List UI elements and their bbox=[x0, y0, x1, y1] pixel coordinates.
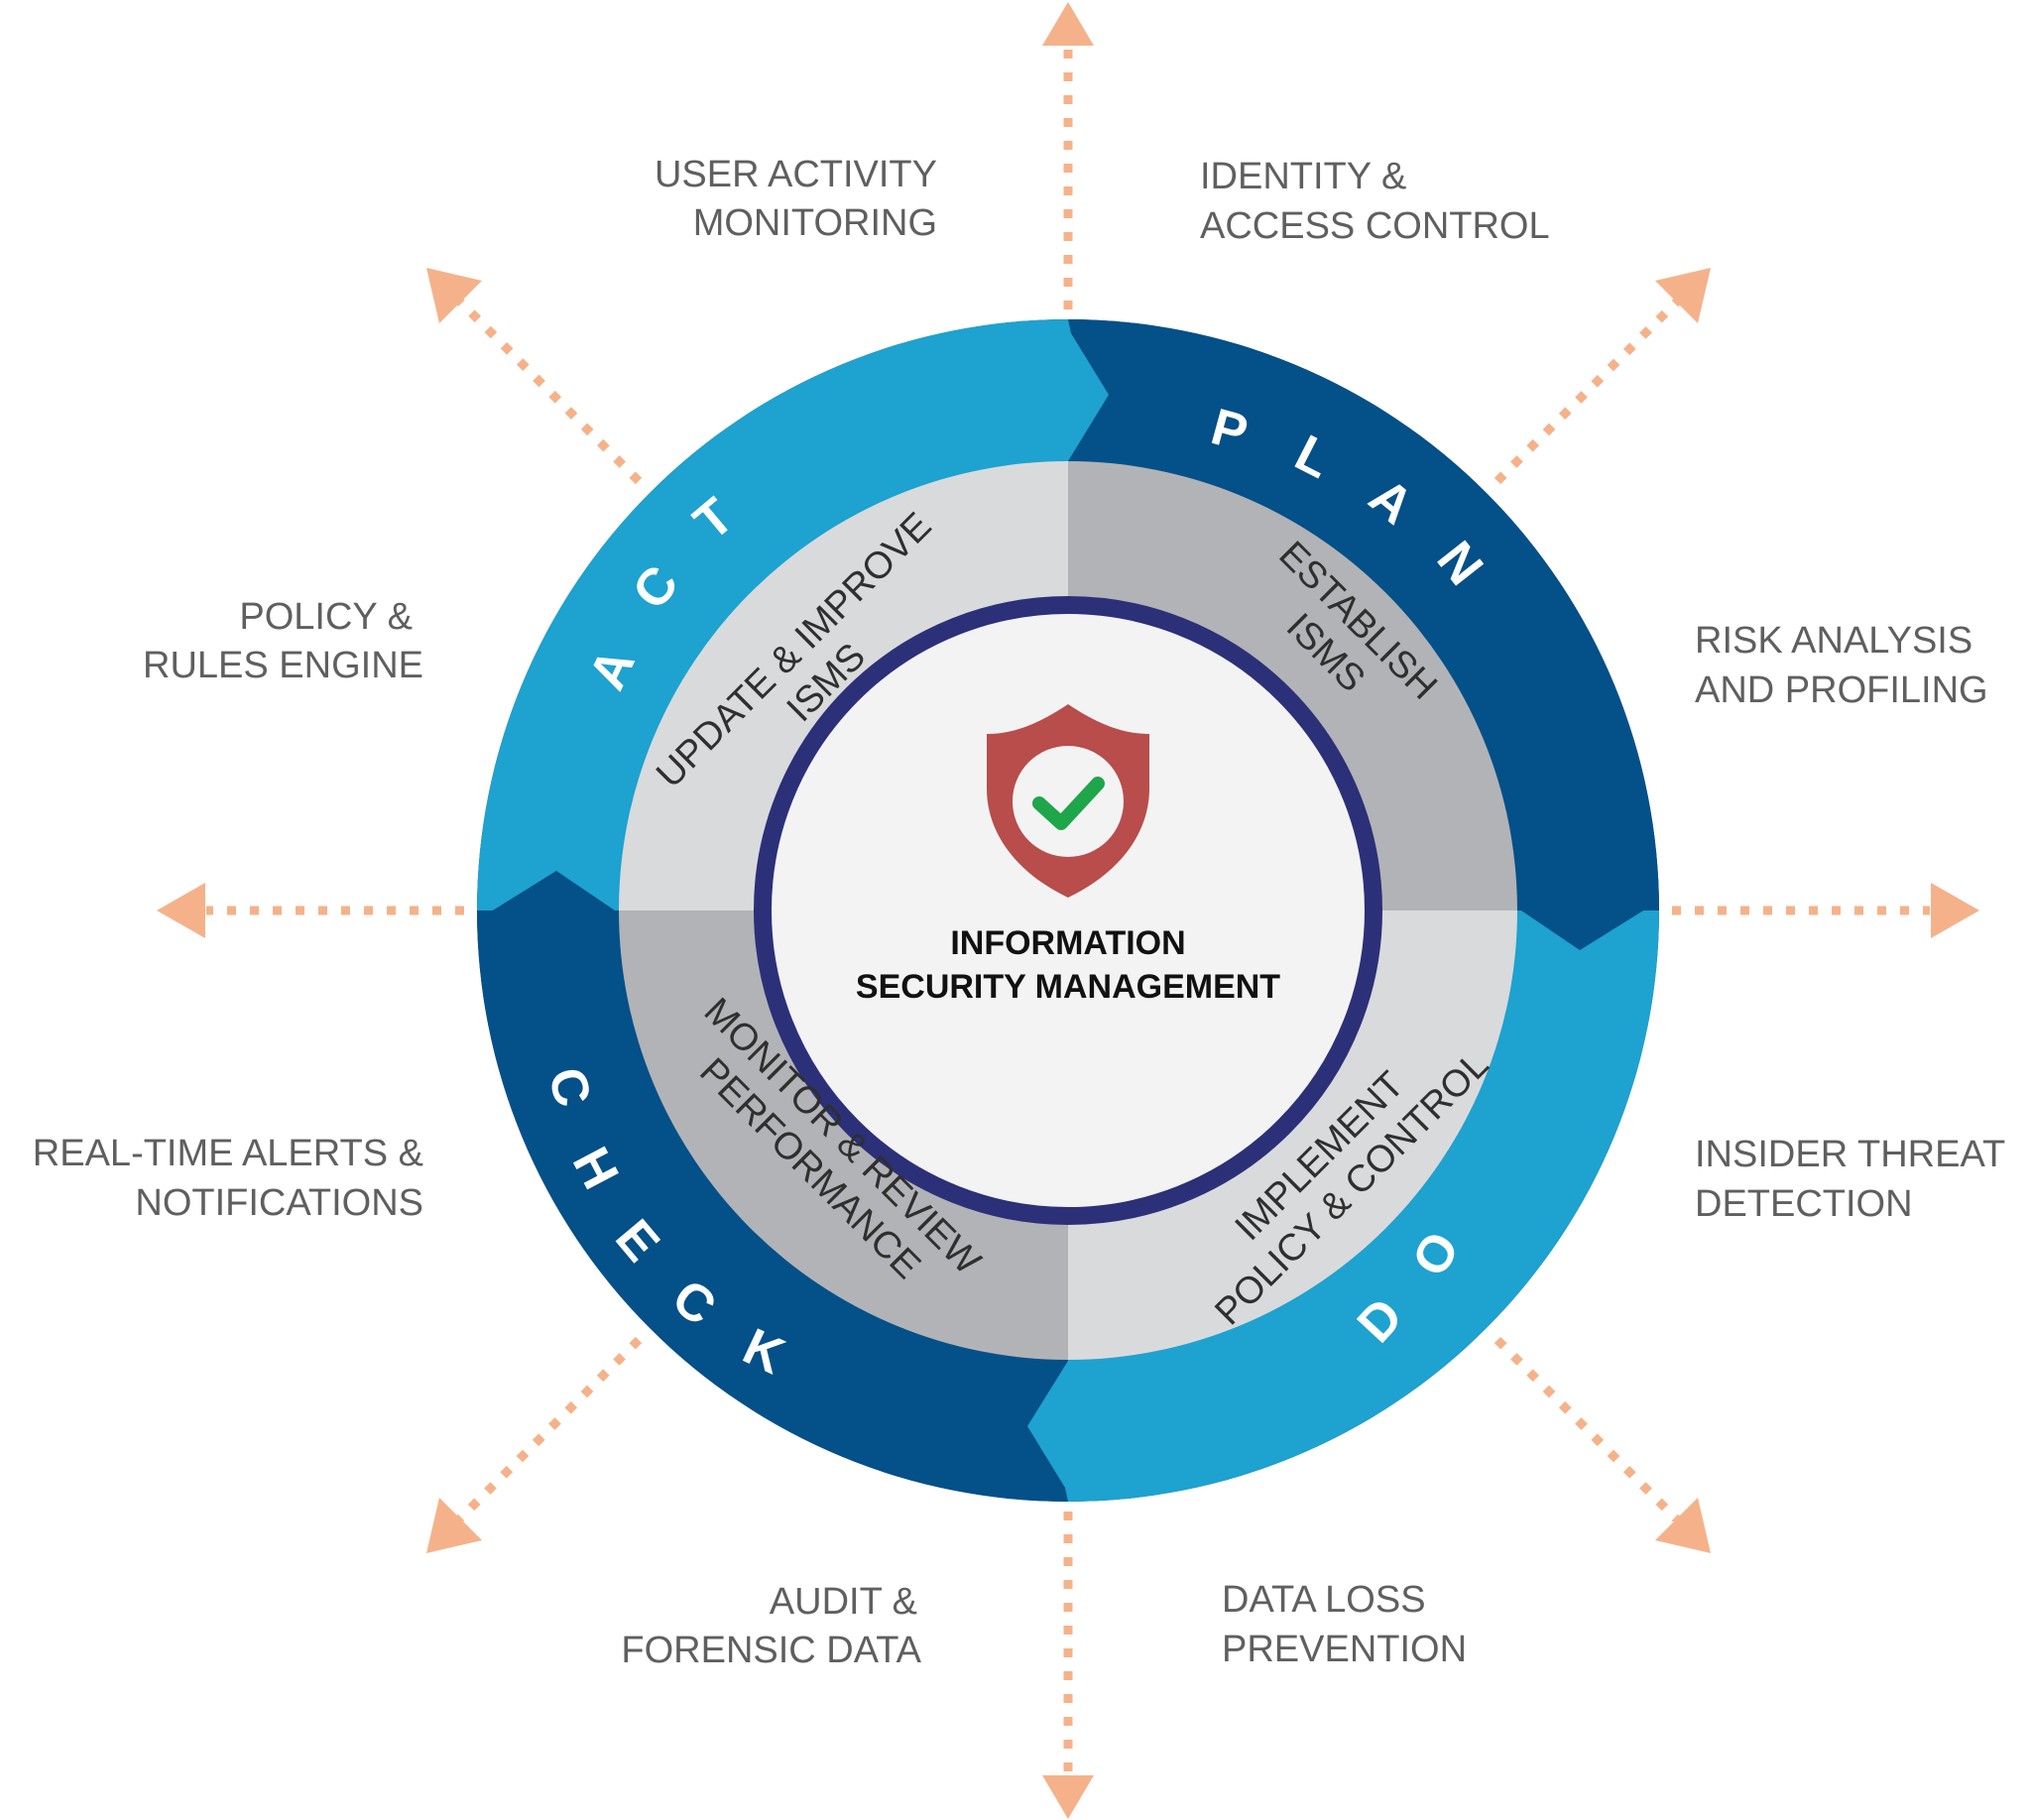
arrow-top bbox=[1042, 2, 1094, 309]
insider-threat-line2: DETECTION bbox=[1695, 1183, 1913, 1225]
capability-risk-analysis: RISK ANALYSIS AND PROFILING bbox=[1695, 620, 1988, 711]
shield-check-icon bbox=[987, 704, 1149, 898]
policy-rules-line2: RULES ENGINE bbox=[143, 645, 423, 686]
check-arrow-tip bbox=[477, 871, 615, 913]
plan-arrow-tip bbox=[1521, 908, 1659, 950]
identity-access-line2: ACCESS CONTROL bbox=[1200, 205, 1550, 247]
identity-access-line1: IDENTITY & bbox=[1200, 156, 1406, 197]
arrow-left bbox=[157, 883, 464, 938]
capability-insider-threat: INSIDER THREAT DETECTION bbox=[1695, 1134, 2005, 1225]
data-loss-line1: DATA LOSS bbox=[1222, 1579, 1426, 1621]
capability-audit-forensic: AUDIT & FORENSIC DATA bbox=[621, 1581, 921, 1671]
capability-data-loss: DATA LOSS PREVENTION bbox=[1222, 1579, 1467, 1670]
act-arrow-tip bbox=[1068, 319, 1109, 461]
capability-policy-rules: POLICY & RULES ENGINE bbox=[143, 596, 423, 686]
do-arrow-tip bbox=[1027, 1361, 1068, 1502]
risk-analysis-line2: AND PROFILING bbox=[1695, 669, 1988, 711]
capability-realtime-alerts: REAL-TIME ALERTS & NOTIFICATIONS bbox=[33, 1133, 423, 1224]
arrow-top-right bbox=[1493, 268, 1711, 485]
user-activity-line2: MONITORING bbox=[693, 202, 937, 244]
center-title-line2: SECURITY MANAGEMENT bbox=[856, 968, 1280, 1006]
arrow-bottom bbox=[1042, 1512, 1094, 1819]
arrow-right bbox=[1672, 883, 1979, 938]
center-circle bbox=[754, 596, 1382, 1225]
insider-threat-line1: INSIDER THREAT bbox=[1695, 1134, 2005, 1175]
capability-user-activity: USER ACTIVITY MONITORING bbox=[655, 154, 937, 244]
audit-forensic-line2: FORENSIC DATA bbox=[621, 1630, 921, 1671]
realtime-alerts-line1: REAL-TIME ALERTS & bbox=[33, 1133, 423, 1174]
risk-analysis-line1: RISK ANALYSIS bbox=[1695, 620, 1972, 662]
audit-forensic-line1: AUDIT & bbox=[770, 1581, 917, 1623]
arrow-bottom-left bbox=[426, 1336, 643, 1553]
user-activity-line1: USER ACTIVITY bbox=[655, 154, 937, 195]
data-loss-line2: PREVENTION bbox=[1222, 1629, 1467, 1670]
realtime-alerts-line2: NOTIFICATIONS bbox=[135, 1182, 423, 1224]
capability-identity-access: IDENTITY & ACCESS CONTROL bbox=[1200, 156, 1550, 247]
arrow-bottom-right bbox=[1493, 1336, 1711, 1553]
policy-rules-line1: POLICY & bbox=[239, 596, 413, 638]
center-title-line1: INFORMATION bbox=[950, 924, 1185, 962]
arrow-top-left bbox=[426, 268, 643, 485]
